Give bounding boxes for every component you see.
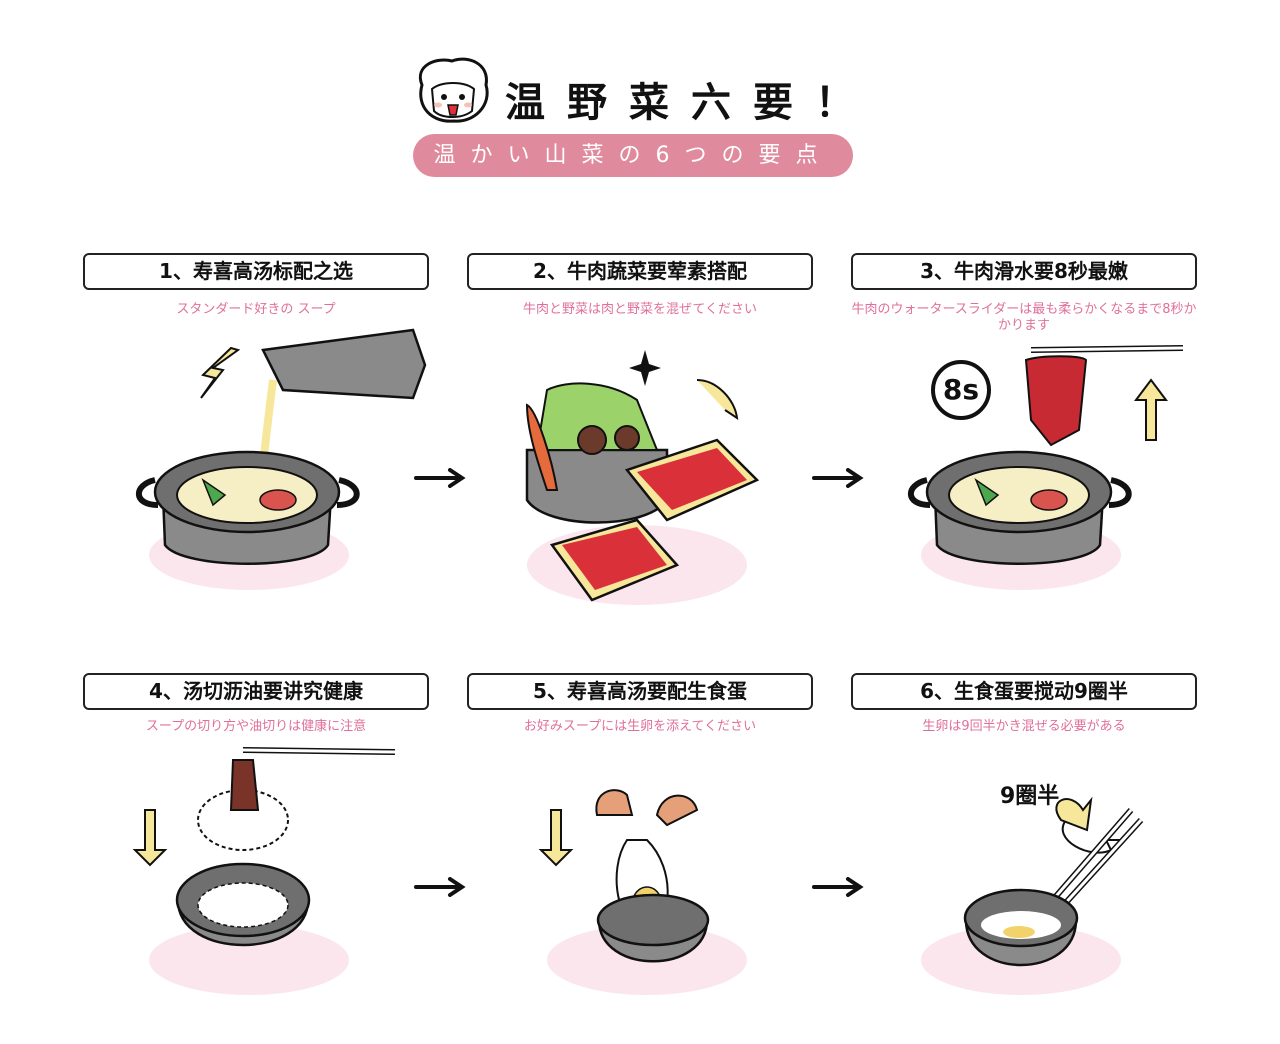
timer-label: 8s (942, 373, 980, 406)
step-5-illustration (467, 740, 813, 1040)
step-3-illustration: 8s (851, 320, 1197, 620)
next-arrow-icon (414, 877, 466, 897)
next-arrow-icon (414, 468, 466, 488)
page-subtitle-banner: 温かい山菜の6つの要点 (413, 134, 853, 177)
stir-count-label: 9圈半 (1000, 784, 1060, 809)
step-5-caption: お好みスープには生卵を添えてください (523, 719, 757, 734)
step-1-caption: スタンダード好きの スープ (176, 302, 336, 317)
step-1-heading: 1、寿喜高汤标配之选 (83, 253, 429, 290)
step-4-illustration (83, 740, 429, 1040)
step-2-illustration (467, 320, 813, 620)
step-4-caption: スープの切り方や油切りは健康に注意 (145, 719, 367, 734)
mascot-logo (412, 55, 494, 125)
step-6-caption: 生卵は9回半かき混ぜる必要がある (922, 719, 1126, 734)
step-3-caption: 牛肉のウォータースライダーは最も柔らかくなるまで8秒かかります (851, 302, 1197, 333)
timer-icon: 8s (931, 360, 991, 420)
step-6-illustration (851, 740, 1197, 1040)
step-2-caption: 牛肉と野菜は肉と野菜を混ぜてください (522, 302, 757, 317)
step-1-illustration (83, 320, 429, 620)
step-2-heading: 2、牛肉蔬菜要荤素搭配 (467, 253, 813, 290)
step-3-heading: 3、牛肉滑水要8秒最嫩 (851, 253, 1197, 290)
step-4-heading: 4、汤切沥油要讲究健康 (83, 673, 429, 710)
next-arrow-icon (812, 468, 864, 488)
step-5-heading: 5、寿喜高汤要配生食蛋 (467, 673, 813, 710)
next-arrow-icon (812, 877, 864, 897)
step-6-heading: 6、生食蛋要搅动9圈半 (851, 673, 1197, 710)
page-title: 温野菜六要！ (505, 80, 877, 126)
